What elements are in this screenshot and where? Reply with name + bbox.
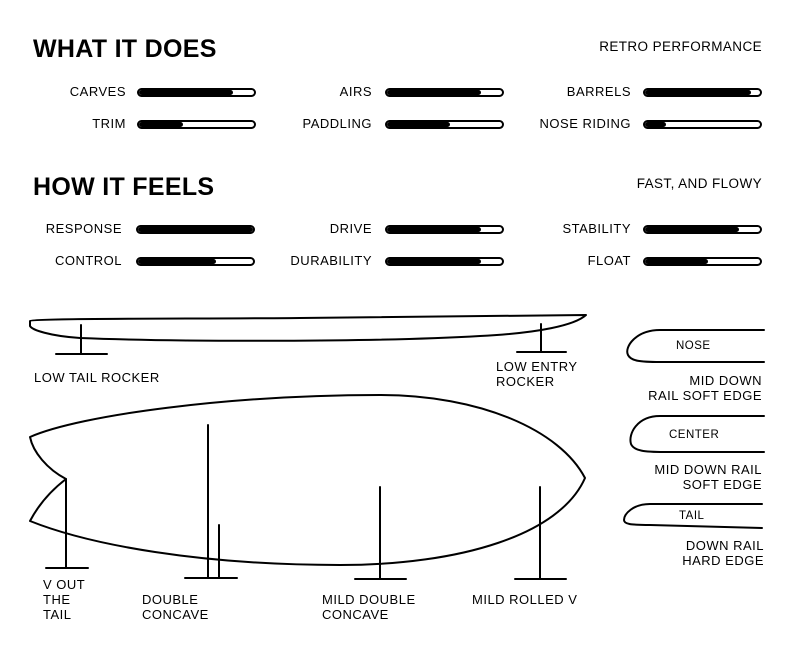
rating-label: TRIM: [92, 116, 126, 131]
rating-fill: [645, 259, 709, 264]
v-out-tail-label: V OUT THE TAIL: [43, 577, 86, 622]
rating-fill: [138, 227, 253, 232]
double-concave-pointer: [184, 424, 238, 579]
mild-rolled-v-pointer: [514, 486, 567, 580]
rating-label: DRIVE: [329, 221, 372, 236]
double-concave-label: DOUBLE CONCAVE: [142, 592, 209, 622]
center-rail-shape: [629, 415, 765, 453]
rail-label-center: MID DOWN RAIL SOFT EDGE: [654, 462, 762, 492]
rating-label: STABILITY: [562, 221, 631, 236]
mild-double-concave-pointer: [354, 486, 407, 580]
rating-fill: [645, 122, 666, 127]
rating-fill: [645, 227, 740, 232]
rating-label: RESPONSE: [45, 221, 122, 236]
rating-label: CONTROL: [54, 253, 122, 268]
rating-label: BARRELS: [566, 84, 631, 99]
rating-bar: [137, 88, 256, 97]
rating-label: PADDLING: [302, 116, 372, 131]
v-out-pointer: [45, 478, 89, 569]
what-it-does-tagline: RETRO PERFORMANCE: [599, 39, 762, 54]
what-it-does-title: WHAT IT DOES: [33, 35, 217, 63]
rating-fill: [138, 259, 217, 264]
rating-bar: [385, 225, 504, 234]
rating-bar: [643, 225, 762, 234]
how-it-feels-tagline: FAST, AND FLOWY: [636, 176, 762, 191]
rating-label: DURABILITY: [290, 253, 372, 268]
rating-label: FLOAT: [587, 253, 631, 268]
rail-tag-center: CENTER: [669, 429, 720, 441]
entry-rocker-pointer: [516, 323, 567, 353]
rating-fill: [387, 227, 482, 232]
rating-bar: [643, 120, 762, 129]
rating-label: CARVES: [69, 84, 126, 99]
rail-label-nose: MID DOWN RAIL SOFT EDGE: [648, 373, 762, 403]
board-top-outline: [29, 394, 586, 566]
rating-bar: [385, 257, 504, 266]
rating-bar: [643, 257, 762, 266]
rail-label-tail: DOWN RAIL HARD EDGE: [682, 538, 764, 568]
rail-tag-tail: TAIL: [679, 510, 705, 522]
nose-rail-shape: [626, 329, 765, 363]
rating-fill: [645, 90, 751, 95]
mild-double-concave-label: MILD DOUBLE CONCAVE: [322, 592, 416, 622]
rating-bar: [137, 120, 256, 129]
mild-rolled-v-label: MILD ROLLED V: [472, 592, 578, 607]
low-entry-rocker-label: LOW ENTRY ROCKER: [496, 359, 578, 389]
rating-label: NOSE RIDING: [539, 116, 631, 131]
rating-fill: [387, 259, 482, 264]
tail-rail-shape: [623, 503, 763, 529]
rating-fill: [139, 122, 183, 127]
rating-bar: [136, 225, 255, 234]
board-side-profile: [29, 314, 587, 342]
rating-label: AIRS: [339, 84, 372, 99]
rating-bar: [643, 88, 762, 97]
low-tail-rocker-label: LOW TAIL ROCKER: [34, 370, 160, 385]
tail-rocker-pointer: [55, 324, 108, 355]
rail-tag-nose: NOSE: [676, 340, 711, 352]
how-it-feels-title: HOW IT FEELS: [33, 173, 215, 201]
rating-bar: [136, 257, 255, 266]
rating-fill: [387, 122, 451, 127]
rating-fill: [387, 90, 482, 95]
rating-fill: [139, 90, 234, 95]
rating-bar: [385, 88, 504, 97]
rating-bar: [385, 120, 504, 129]
